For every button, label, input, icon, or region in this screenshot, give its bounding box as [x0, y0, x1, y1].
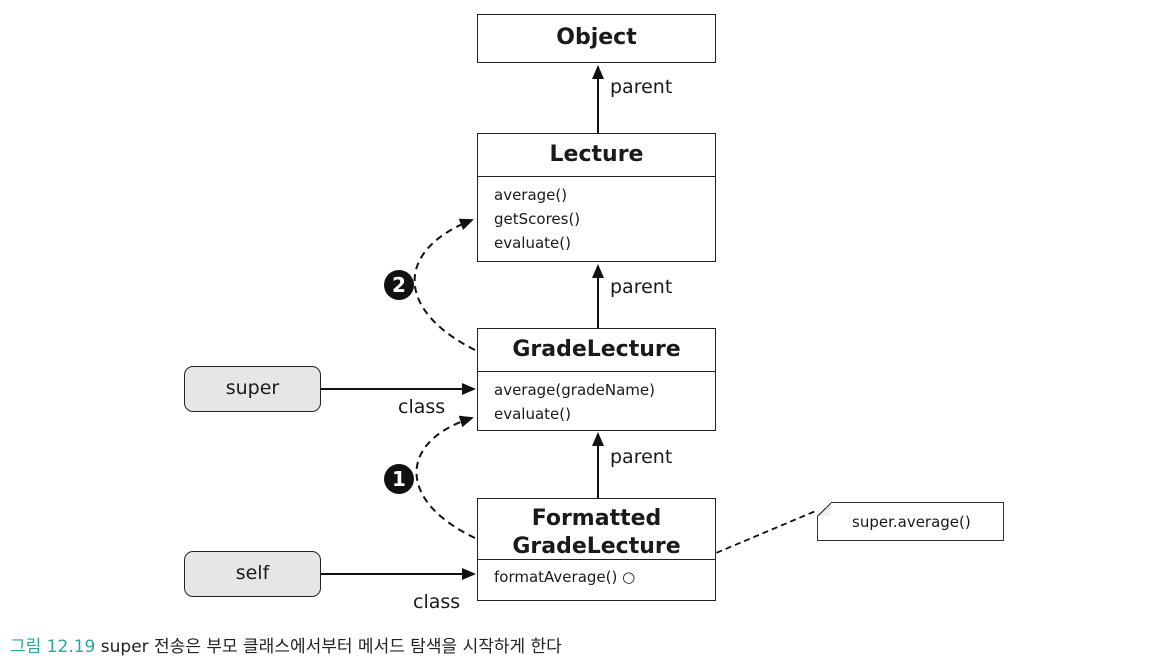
class-name-lecture: Lecture	[549, 142, 644, 167]
class-name-line: GradeLecture	[512, 534, 681, 559]
class-box-object: Object	[477, 14, 716, 63]
class-name-line: Formatted	[531, 506, 662, 531]
note-text: super.average()	[852, 513, 971, 531]
class-name-grade-lecture: GradeLecture	[512, 337, 681, 362]
self-variable: self	[184, 551, 321, 597]
parent-label: parent	[610, 76, 673, 98]
figure-caption-text: super 전송은 부모 클래스에서부터 메서드 탐색을 시작하게 한다	[100, 637, 562, 657]
method-item: average(gradeName)	[494, 381, 655, 399]
method-list-grade-lecture: average(gradeName) evaluate()	[478, 371, 715, 426]
parent-label: parent	[610, 276, 673, 298]
super-variable: super	[184, 366, 321, 412]
class-box-lecture: Lecture average() getScores() evaluate()	[477, 133, 716, 262]
method-item: formatAverage() ○	[494, 568, 636, 586]
method-item: getScores()	[494, 210, 581, 228]
class-label: class	[398, 396, 446, 418]
class-box-formatted-grade-lecture: Formatted GradeLecture formatAverage() ○	[477, 498, 716, 601]
step-2-badge: 2	[384, 270, 414, 300]
method-item: evaluate()	[494, 234, 571, 252]
class-box-grade-lecture: GradeLecture average(gradeName) evaluate…	[477, 328, 716, 431]
note-fold-icon	[817, 502, 831, 516]
class-name-formatted-grade-lecture: Formatted GradeLecture	[478, 499, 715, 559]
note-box: super.average()	[817, 502, 1004, 541]
figure-caption: 그림 12.19 super 전송은 부모 클래스에서부터 메서드 탐색을 시작…	[10, 632, 562, 657]
step-1-badge: 1	[384, 464, 414, 494]
lookup-arrow-step-2	[413, 218, 476, 351]
class-label: class	[413, 591, 461, 613]
method-list-lecture: average() getScores() evaluate()	[478, 176, 715, 255]
method-list-formatted-grade-lecture: formatAverage() ○	[478, 559, 715, 589]
method-item: average()	[494, 186, 568, 204]
figure-number: 그림 12.19	[10, 637, 96, 657]
lookup-arrow-step-1	[415, 415, 476, 539]
class-name-object: Object	[556, 25, 637, 50]
parent-label: parent	[610, 446, 673, 468]
method-item: evaluate()	[494, 405, 571, 423]
